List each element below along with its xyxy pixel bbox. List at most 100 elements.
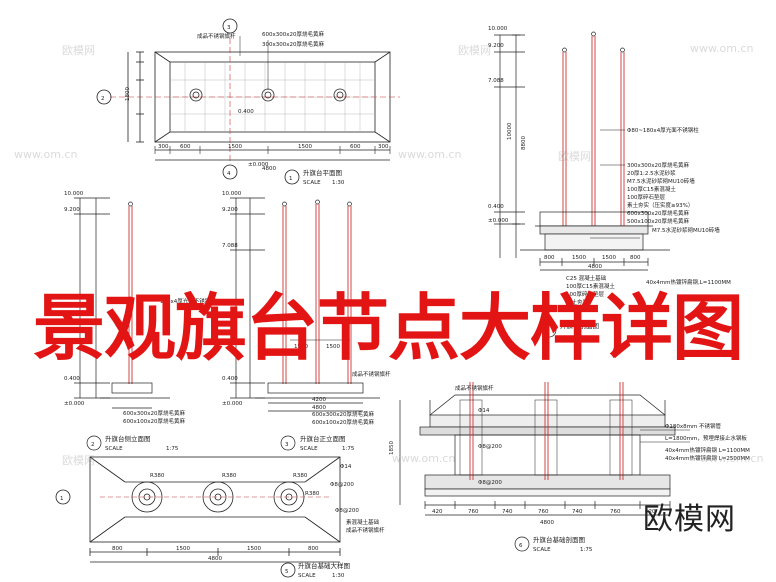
foundation-section-drawing <box>399 382 690 552</box>
side-level-5: ±0.000 <box>64 401 85 407</box>
plan-scale-value: 1:30 <box>332 180 345 186</box>
front-level-2: 9.200 <box>222 207 238 213</box>
fplan-dim-1: 800 <box>112 546 123 552</box>
side-paving-1: 600x300x20厚烧毛黄麻 <box>123 409 186 417</box>
section-layer-6: 素土夯实（压实度≥93%） <box>627 201 693 209</box>
front-paving-2: 600x100x20厚烧毛黄麻 <box>312 418 375 426</box>
side-paving-2: 600x100x20厚烧毛黄麻 <box>123 417 186 425</box>
fsec-note-2: L=1800mm，预埋焊接止水钢板 <box>665 434 747 442</box>
section-drawing <box>494 31 670 338</box>
section-layer-8: 500x100x20厚烧毛黄麻 <box>627 217 690 225</box>
section-rebar: 40x4mm热镀锌扁钢,L=1100MM <box>646 278 731 286</box>
fsec-stirrup: Φ8@200 <box>478 444 502 450</box>
fsec-title: 升旗台基础剖面图 <box>533 535 585 544</box>
side-number: 2 <box>91 442 95 448</box>
side-scale: SCALE <box>105 446 123 452</box>
section-level-2: 9.200 <box>488 43 504 49</box>
fplan-title: 升旗台基础大样图 <box>298 561 350 570</box>
plan-level-zero: ±0.000 <box>248 162 269 168</box>
fsec-note-1: Φ180x8mm 不锈钢管 <box>665 422 722 430</box>
section-height-2: 8800 <box>521 136 527 150</box>
plan-paving-2: 300x300x20厚烧毛黄麻 <box>262 40 325 48</box>
watermark-url: www.om.cn <box>690 42 754 55</box>
section-layer-2: 20厚1:2.5水泥砂浆 <box>627 169 676 177</box>
plan-flagpole-note: 成品不锈钢旗杆 <box>197 32 236 40</box>
fplan-scale: SCALE <box>298 573 316 579</box>
front-level-5: ±0.000 <box>222 401 243 407</box>
watermark-brand: 欧模网 <box>558 150 591 163</box>
fsec-dim-3: 740 <box>502 509 513 515</box>
fsec-dim-2: 760 <box>468 509 479 515</box>
front-scale-value: 1:75 <box>342 446 355 452</box>
front-elevation-drawing <box>230 197 380 451</box>
section-level-3: 7.088 <box>488 78 504 84</box>
section-layer-9: M7.5水泥砂浆砌MU10砖墙 <box>652 226 720 234</box>
section-layer-1: 300x300x20厚烧毛黄麻 <box>627 161 690 169</box>
section-dim-2: 1500 <box>572 255 586 261</box>
watermark-url: www.om.cn <box>392 452 456 465</box>
fsec-base: Φ8@200 <box>478 480 502 486</box>
plan-dim-2: 600 <box>180 144 191 150</box>
front-bottom-dim-1: 4200 <box>312 397 326 403</box>
watermark-brand: 欧模网 <box>62 44 95 57</box>
fsec-note-3: 40x4mm热镀锌扁钢 L=1100MM <box>665 446 750 454</box>
section-layer-4: 100厚C15素混凝土 <box>627 185 676 193</box>
front-level-1: 10.000 <box>222 191 242 197</box>
section-level-4: 0.400 <box>488 204 504 210</box>
fplan-note-2: 成品不锈钢旗杆 <box>346 526 385 534</box>
section-foundation-4: 素土夯实 <box>566 298 589 306</box>
section-level-5: ±0.000 <box>488 218 509 224</box>
plan-level-top: 0.400 <box>238 109 254 115</box>
fplan-plate: Φ8@200 <box>330 482 354 488</box>
fsec-height: 1850 <box>389 441 395 455</box>
brand-label: 欧模网 <box>643 502 736 537</box>
foundation-plan-drawing <box>55 456 341 578</box>
fsec-note-4: 40x4mm热镀锌扁钢 L=2500MM <box>665 454 750 462</box>
fplan-bolt: Φ14 <box>340 464 352 470</box>
plan-drawing <box>96 18 400 185</box>
front-level-4: 0.400 <box>222 376 238 382</box>
section-foundation-3: 100厚碎石垫层 <box>566 290 604 298</box>
front-bottom-dim-2: 4800 <box>312 405 326 411</box>
fsec-number: 6 <box>519 543 523 549</box>
side-elevation-drawing <box>74 197 170 451</box>
section-dim-1: 800 <box>544 255 555 261</box>
fplan-embed: Φ8@200 <box>335 508 359 514</box>
watermark-url: www.om.cn <box>700 452 764 465</box>
section-height-1: 10000 <box>507 122 513 140</box>
plan-dim-3: 1500 <box>228 144 242 150</box>
front-dim-1: 1500 <box>294 344 308 350</box>
fplan-dim-2: 1500 <box>176 546 190 552</box>
plan-scale: SCALE <box>303 180 321 186</box>
fsec-total: 4800 <box>540 520 554 526</box>
plan-side-dim: 1800 <box>125 87 131 101</box>
watermark-brand: 欧模网 <box>458 44 491 57</box>
section-level-1: 10.000 <box>488 26 508 32</box>
section-foundation-2: 100厚C15素混凝土 <box>566 282 615 290</box>
plan-dim-6: 300 <box>378 144 389 150</box>
fplan-radius-4: R380 <box>305 491 320 497</box>
front-scale: SCALE <box>300 446 318 452</box>
section-dim-3: 1500 <box>602 255 616 261</box>
plan-paving-1: 600x300x20厚烧毛黄麻 <box>262 30 325 38</box>
front-level-3: 7.088 <box>222 243 238 249</box>
front-title: 升旗台正立面图 <box>300 434 346 443</box>
side-level-4: 0.400 <box>64 376 80 382</box>
fsec-dim-7: 420 <box>645 509 656 515</box>
front-paving-1: 600x300x20厚烧毛黄麻 <box>312 410 375 418</box>
fplan-dim-4: 800 <box>308 546 319 552</box>
banner-title-container: 景观旗台节点大样详图 <box>0 282 776 374</box>
fsec-scale-value: 1:75 <box>580 547 593 553</box>
plan-dim-4: 1500 <box>298 144 312 150</box>
section-total: 4800 <box>588 264 602 270</box>
section-layer-7: 600x300x20厚烧毛黄麻 <box>627 209 690 217</box>
fplan-note-1: 素混凝土基础 <box>346 518 380 526</box>
front-number: 3 <box>285 442 289 448</box>
fplan-scale-value: 1:30 <box>332 573 345 579</box>
side-scale-value: 1:75 <box>166 446 179 452</box>
plan-mark-3: 3 <box>227 25 231 31</box>
fplan-total: 4800 <box>208 556 222 562</box>
front-dim-2: 1500 <box>326 344 340 350</box>
watermark-url: www.om.cn <box>14 148 78 161</box>
